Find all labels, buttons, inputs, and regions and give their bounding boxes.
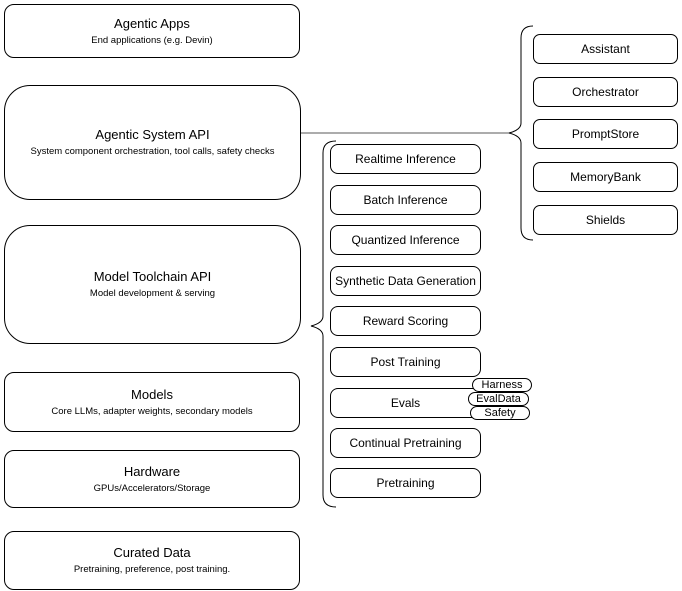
toolchain-item-label: Pretraining bbox=[376, 476, 435, 490]
toolchain-item-post-training: Post Training bbox=[330, 347, 481, 377]
layer-subtitle: GPUs/Accelerators/Storage bbox=[93, 482, 211, 494]
layer-hardware: Hardware GPUs/Accelerators/Storage bbox=[4, 450, 300, 508]
toolchain-item-label: Synthetic Data Generation bbox=[335, 274, 476, 288]
toolchain-item-label: Evals bbox=[390, 396, 421, 410]
component-shields: Shields bbox=[533, 205, 678, 235]
layer-subtitle: Model development & serving bbox=[89, 288, 216, 299]
eval-tag-label: Harness bbox=[481, 378, 523, 391]
layer-agentic-apps: Agentic Apps End applications (e.g. Devi… bbox=[4, 4, 300, 58]
toolchain-item-label: Quantized Inference bbox=[351, 233, 460, 247]
component-memorybank: MemoryBank bbox=[533, 162, 678, 192]
layer-title: Models bbox=[131, 386, 173, 402]
eval-tag-harness: Harness bbox=[472, 378, 532, 392]
layer-agentic-system-api: Agentic System API System component orch… bbox=[4, 85, 301, 200]
layer-title: Agentic System API bbox=[95, 127, 210, 142]
toolchain-item-label: Realtime Inference bbox=[355, 152, 456, 166]
layer-subtitle: End applications (e.g. Devin) bbox=[91, 34, 213, 46]
component-orchestrator: Orchestrator bbox=[533, 77, 678, 107]
component-label: Shields bbox=[585, 213, 626, 227]
eval-tag-label: EvalData bbox=[476, 392, 521, 405]
component-label: MemoryBank bbox=[570, 170, 641, 184]
toolchain-item-label: Reward Scoring bbox=[362, 314, 449, 328]
toolchain-item-evals: Evals bbox=[330, 388, 481, 418]
toolchain-item-label: Batch Inference bbox=[363, 193, 448, 207]
eval-tag-label: Safety bbox=[484, 406, 516, 419]
layer-subtitle: System component orchestration, tool cal… bbox=[30, 146, 275, 157]
layer-subtitle: Pretraining, preference, post training. bbox=[73, 564, 231, 575]
layer-title: Curated Data bbox=[113, 545, 191, 560]
toolchain-item-batch-inference: Batch Inference bbox=[330, 185, 481, 215]
layer-model-toolchain-api: Model Toolchain API Model development & … bbox=[4, 225, 301, 344]
toolchain-item-reward-scoring: Reward Scoring bbox=[330, 306, 481, 336]
system-components-bracket bbox=[508, 25, 534, 241]
eval-tag-safety: Safety bbox=[470, 406, 530, 420]
layer-subtitle: Core LLMs, adapter weights, secondary mo… bbox=[51, 405, 253, 417]
layer-curated-data: Curated Data Pretraining, preference, po… bbox=[4, 531, 300, 590]
toolchain-item-pretraining: Pretraining bbox=[330, 468, 481, 498]
layer-models: Models Core LLMs, adapter weights, secon… bbox=[4, 372, 300, 432]
layer-title: Hardware bbox=[123, 463, 181, 479]
eval-tag-evaldata: EvalData bbox=[468, 392, 529, 406]
toolchain-item-synthetic-data-generation: Synthetic Data Generation bbox=[330, 266, 481, 296]
component-promptstore: PromptStore bbox=[533, 119, 678, 149]
component-label: Assistant bbox=[581, 42, 630, 56]
component-label: Orchestrator bbox=[572, 85, 639, 99]
layer-title: Model Toolchain API bbox=[93, 269, 212, 284]
toolchain-item-label: Post Training bbox=[370, 355, 441, 369]
component-assistant: Assistant bbox=[533, 34, 678, 64]
toolchain-item-continual-pretraining: Continual Pretraining bbox=[330, 428, 481, 458]
component-label: PromptStore bbox=[571, 127, 640, 141]
toolchain-item-realtime-inference: Realtime Inference bbox=[330, 144, 481, 174]
layer-title: Agentic Apps bbox=[114, 15, 190, 31]
toolchain-item-label: Continual Pretraining bbox=[349, 436, 462, 450]
toolchain-item-quantized-inference: Quantized Inference bbox=[330, 225, 481, 255]
